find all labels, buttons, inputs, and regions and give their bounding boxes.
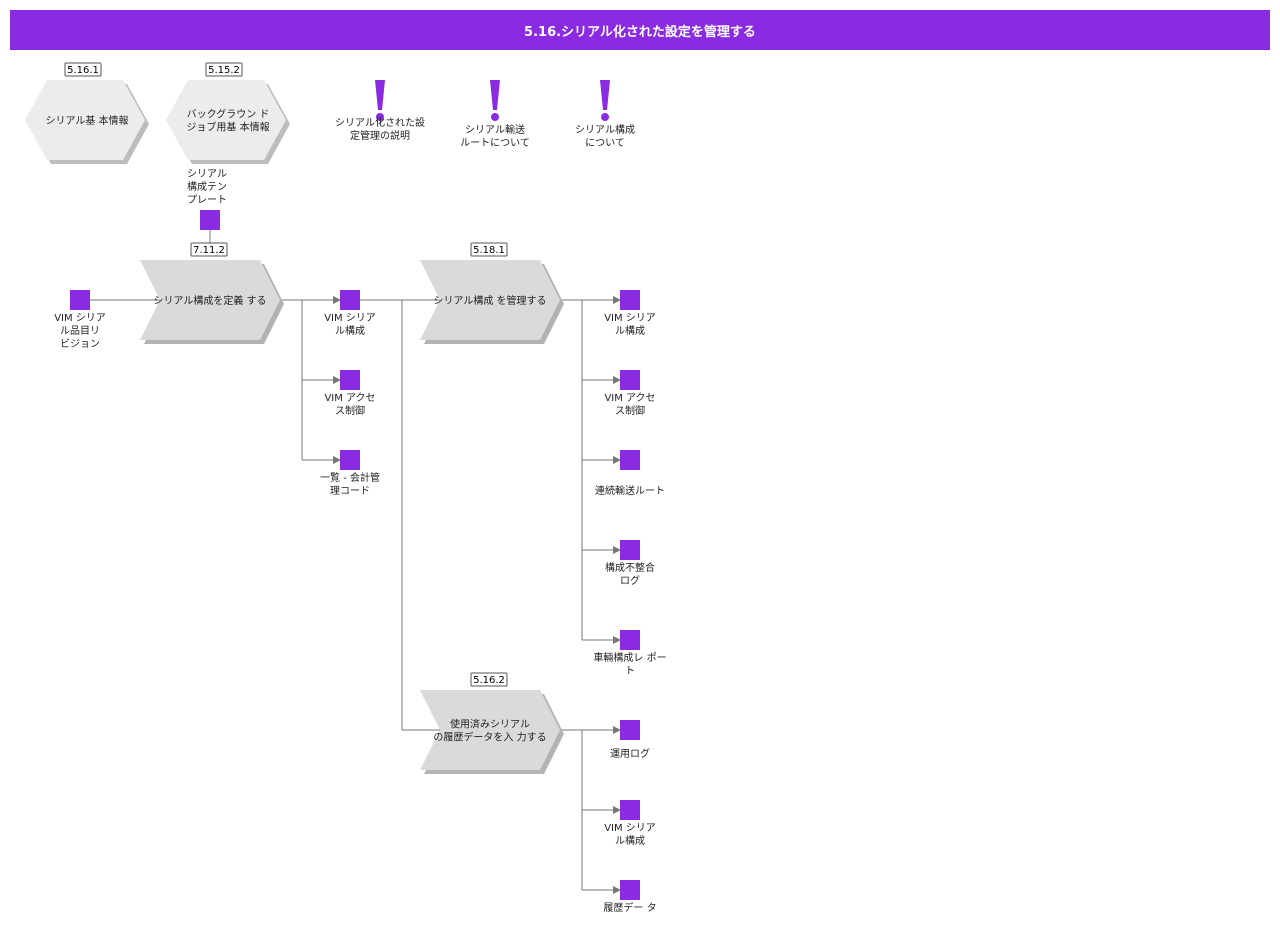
artifact-square: [620, 290, 640, 310]
page-title: 5.16.シリアル化された設定を管理する: [10, 10, 1270, 50]
artifact-b4[interactable]: 構成不整合ログ: [605, 540, 655, 587]
id-tag: 7.11.2: [193, 245, 225, 256]
process-p1[interactable]: 7.11.2 シリアル構成を定義 する: [140, 242, 284, 344]
note-label: シリアル構成について: [575, 123, 635, 149]
note-note2[interactable]: シリアル輸送ルートについて: [460, 80, 530, 149]
artifact-b5[interactable]: 車輛構成レ ポート: [593, 630, 667, 677]
hexagon-hex1[interactable]: 5.16.1 シリアル基 本情報: [25, 62, 149, 164]
artifact-label: 一覧 - 会計管理コード: [320, 471, 380, 497]
artifact-label: VIM シリアル構成: [604, 313, 656, 337]
artifact-a2[interactable]: VIM アクセス制御: [324, 370, 376, 417]
hexagon-label: シリアル基 本情報: [45, 114, 128, 127]
id-tag-box: [205, 62, 243, 77]
note-note3[interactable]: シリアル構成について: [575, 80, 635, 149]
artifact-b3[interactable]: 連続輸送ルート: [595, 450, 665, 497]
artifact-square: [340, 450, 360, 470]
artifact-square: [70, 290, 90, 310]
artifact-label: 車輛構成レ ポート: [593, 651, 666, 677]
id-tag-box: [190, 242, 228, 257]
artifact-label: VIM アクセス制御: [604, 392, 655, 417]
artifact-square: [620, 370, 640, 390]
artifact-label: VIM シリアル構成: [324, 313, 376, 337]
hexagon-label: バックグラウン ドジョブ用基 本情報: [186, 108, 269, 134]
id-tag-box: [470, 672, 508, 687]
artifact-square: [620, 880, 640, 900]
artifact-square: [620, 630, 640, 650]
artifact-a3[interactable]: 一覧 - 会計管理コード: [320, 450, 380, 497]
artifact-c3[interactable]: 履歴デー タ: [603, 880, 657, 914]
artifact-label: 連続輸送ルート: [595, 484, 665, 497]
process-label: シリアル構成 を管理する: [433, 294, 546, 307]
note-label: シリアル輸送ルートについて: [460, 123, 530, 149]
id-tag: 5.15.2: [208, 65, 240, 76]
id-tag: 5.16.1: [67, 65, 99, 76]
hexagon-shape: [25, 80, 145, 160]
process-shape: [420, 690, 560, 770]
artifact-square: [620, 450, 640, 470]
artifact-square: [620, 720, 640, 740]
artifact-a_tpl[interactable]: シリアル構成テンプレート: [187, 169, 227, 230]
process-p3[interactable]: 5.16.2 使用済みシリアルの履歴データを入 力する: [420, 672, 564, 774]
artifact-square: [340, 290, 360, 310]
artifact-c1[interactable]: 運用ログ: [610, 720, 650, 760]
process-shape: [420, 260, 560, 340]
exclamation-icon: [375, 80, 385, 110]
artifact-label: VIM シリアル品目リビジョン: [54, 313, 106, 350]
id-tag-box: [470, 242, 508, 257]
connector-a1-p3: [401, 300, 440, 731]
id-tag: 5.16.2: [473, 675, 505, 686]
artifact-c2[interactable]: VIM シリアル構成: [604, 800, 656, 847]
id-tag-box: [64, 62, 102, 77]
exclamation-icon: [490, 80, 500, 110]
process-label: シリアル構成を定義 する: [153, 294, 266, 307]
exclamation-dot-icon: [491, 113, 499, 121]
artifact-label: VIM アクセス制御: [324, 392, 375, 417]
exclamation-dot-icon: [601, 113, 609, 121]
artifact-label: 履歴デー タ: [603, 901, 656, 914]
exclamation-dot-icon: [376, 113, 384, 121]
artifact-a1[interactable]: VIM シリアル構成: [324, 290, 376, 337]
exclamation-icon: [600, 80, 610, 110]
id-tag: 5.18.1: [473, 245, 505, 256]
artifact-a_in[interactable]: VIM シリアル品目リビジョン: [54, 290, 106, 350]
process-shape: [140, 260, 280, 340]
artifact-square: [620, 800, 640, 820]
artifact-label: 運用ログ: [610, 747, 650, 760]
artifact-label: 構成不整合ログ: [605, 561, 655, 587]
artifact-b2[interactable]: VIM アクセス制御: [604, 370, 656, 417]
process-label: 使用済みシリアルの履歴データを入 力する: [433, 718, 546, 744]
hexagon-hex2[interactable]: 5.15.2 バックグラウン ドジョブ用基 本情報: [166, 62, 290, 164]
artifact-square: [340, 370, 360, 390]
artifact-label: VIM シリアル構成: [604, 823, 656, 847]
artifact-square: [200, 210, 220, 230]
process-p2[interactable]: 5.18.1 シリアル構成 を管理する: [420, 242, 564, 344]
artifact-b1[interactable]: VIM シリアル構成: [604, 290, 656, 337]
note-note1[interactable]: シリアル化された設定管理の説明: [335, 80, 425, 142]
artifact-square: [620, 540, 640, 560]
artifact-label: シリアル構成テンプレート: [187, 169, 227, 206]
note-label: シリアル化された設定管理の説明: [335, 116, 425, 142]
hexagon-shape: [166, 80, 286, 160]
